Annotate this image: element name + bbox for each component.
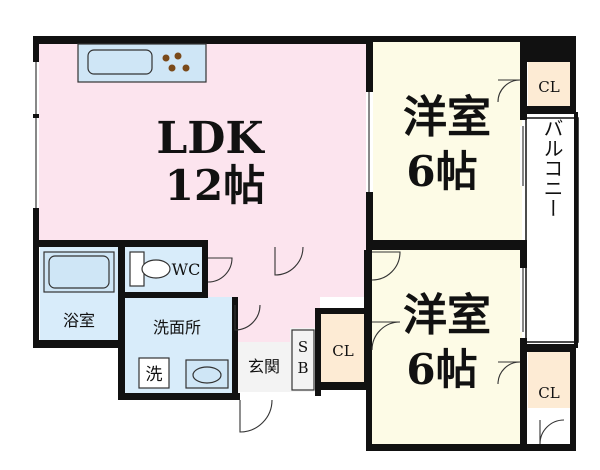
kitchen-counter [77,43,207,83]
shoe-box-label-b: B [297,359,308,377]
windows [33,62,527,332]
ldk-name: LDK [156,113,265,164]
wc-label: WC [172,260,201,279]
closet-bottom-right-label: CL [538,384,559,402]
hall-floor [205,242,370,297]
closet-entrance-label: CL [332,342,353,360]
ldk-size: 12帖 [165,161,265,210]
west-room-bottom-floor [372,250,522,446]
west-top-size: 6帖 [406,147,477,196]
balcony-outline [525,117,579,343]
shoe-box-label-s: S [298,338,308,356]
wash-basin [185,359,229,389]
shoe-box [291,329,315,391]
washer-label: 洗 [146,365,163,385]
entrance-label: 玄関 [248,357,280,376]
west-bottom-name: 洋室 [403,290,491,341]
balcony-label: バルコニー [540,118,564,218]
entrance-floor [237,342,290,392]
toilet [129,251,171,287]
door-swings [207,79,565,445]
west-bottom-size: 6帖 [406,345,477,394]
balcony-floor [526,118,578,342]
west-top-name: 洋室 [403,92,491,143]
closet-entrance-floor [320,312,367,382]
washroom-label: 洗面所 [153,318,201,337]
bath-label: 浴室 [63,311,95,330]
closet-top-right-floor [528,62,570,110]
bathtub [43,251,115,293]
washer-box [138,357,170,389]
closet-top-right-label: CL [538,78,559,96]
closet-bottom-right-floor [528,352,570,408]
west-room-top-floor [372,40,522,242]
